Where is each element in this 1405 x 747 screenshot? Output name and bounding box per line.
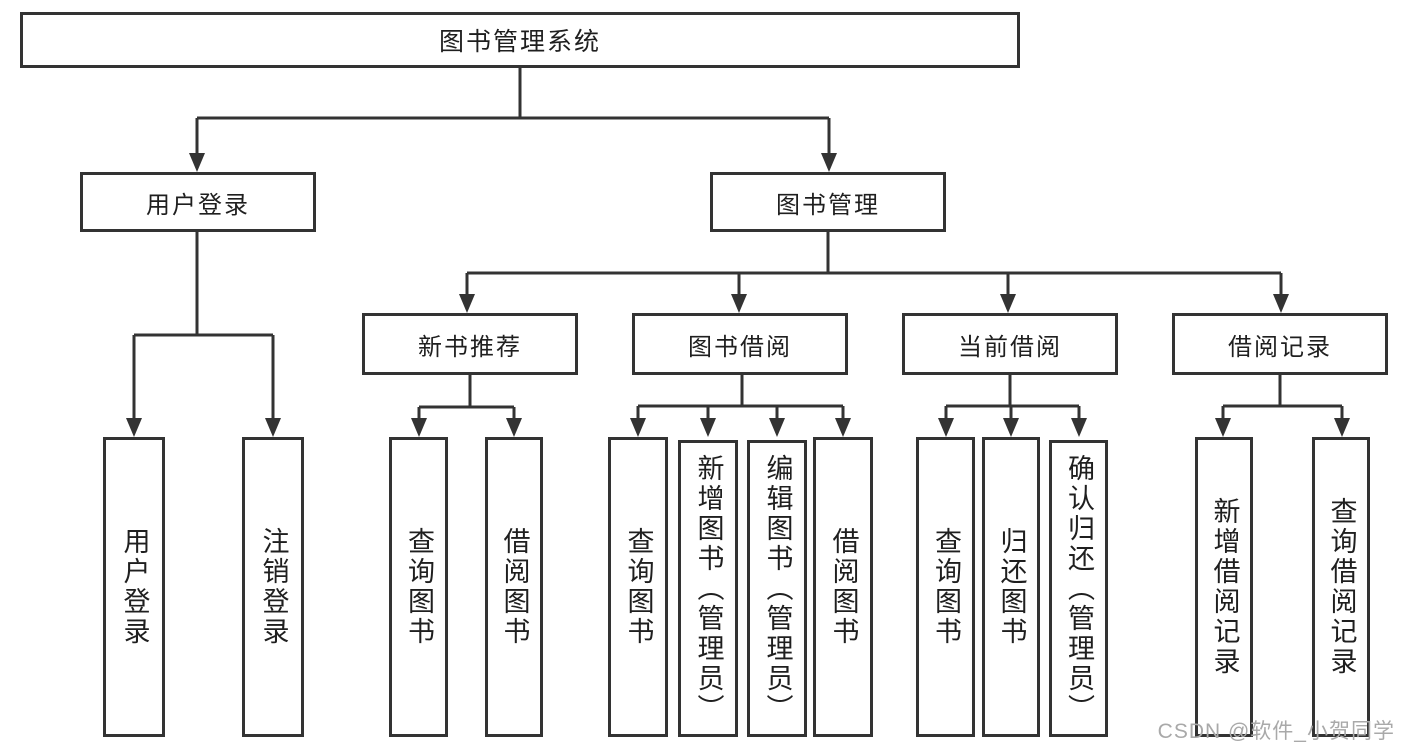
connector-segments	[132, 68, 1344, 421]
leaf-label: 查询图书	[931, 527, 961, 647]
node-label: 用户登录	[146, 191, 250, 219]
node-library-management-system: 图书管理系统	[20, 12, 1020, 68]
leaf-label: 归还图书	[996, 527, 1027, 647]
leaf-add-borrow-record: 新增借阅记录	[1195, 437, 1253, 737]
node-new-book-recommendation: 新书推荐	[362, 313, 578, 375]
leaf-label: 借阅图书	[499, 527, 530, 647]
leaf-borrow-books-1: 借阅图书	[485, 437, 543, 737]
node-borrowing-records: 借阅记录	[1172, 313, 1388, 375]
leaf-logout: 注销登录	[242, 437, 304, 737]
leaf-label: 编辑图书（管理员）	[762, 453, 793, 724]
leaf-edit-books-admin: 编辑图书（管理员）	[747, 440, 807, 737]
node-label: 借阅记录	[1228, 333, 1332, 361]
leaf-label: 新增借阅记录	[1209, 497, 1240, 677]
leaf-confirm-return-admin: 确认归还（管理员）	[1049, 440, 1108, 737]
node-label: 图书管理系统	[438, 28, 601, 56]
node-label: 新书推荐	[418, 333, 522, 361]
leaf-search-books-2: 查询图书	[608, 437, 668, 737]
node-current-borrowing: 当前借阅	[902, 313, 1118, 375]
node-label: 图书管理	[776, 191, 880, 219]
leaf-user-login: 用户登录	[103, 437, 165, 737]
leaf-return-books: 归还图书	[982, 437, 1040, 737]
arrowheads	[126, 153, 1350, 437]
leaf-search-books-3: 查询图书	[916, 437, 975, 737]
leaf-label: 查询借阅记录	[1326, 497, 1357, 677]
leaf-borrow-books-2: 借阅图书	[813, 437, 873, 737]
leaf-label: 用户登录	[119, 527, 150, 647]
leaf-search-borrow-record: 查询借阅记录	[1312, 437, 1370, 737]
node-book-borrowing: 图书借阅	[632, 313, 848, 375]
leaf-label: 查询图书	[623, 527, 654, 647]
csdn-watermark: CSDN @软件_小贺同学	[1157, 720, 1395, 743]
leaf-search-books-1: 查询图书	[389, 437, 448, 737]
leaf-add-books-admin: 新增图书（管理员）	[678, 440, 738, 737]
leaf-label: 借阅图书	[828, 527, 859, 647]
node-label: 当前借阅	[958, 333, 1062, 361]
leaf-label: 查询图书	[404, 527, 434, 647]
node-book-management: 图书管理	[710, 172, 946, 232]
leaf-label: 确认归还（管理员）	[1064, 453, 1094, 724]
node-user-login: 用户登录	[80, 172, 316, 232]
leaf-label: 新增图书（管理员）	[693, 453, 724, 724]
node-label: 图书借阅	[688, 333, 792, 361]
leaf-label: 注销登录	[258, 527, 289, 647]
